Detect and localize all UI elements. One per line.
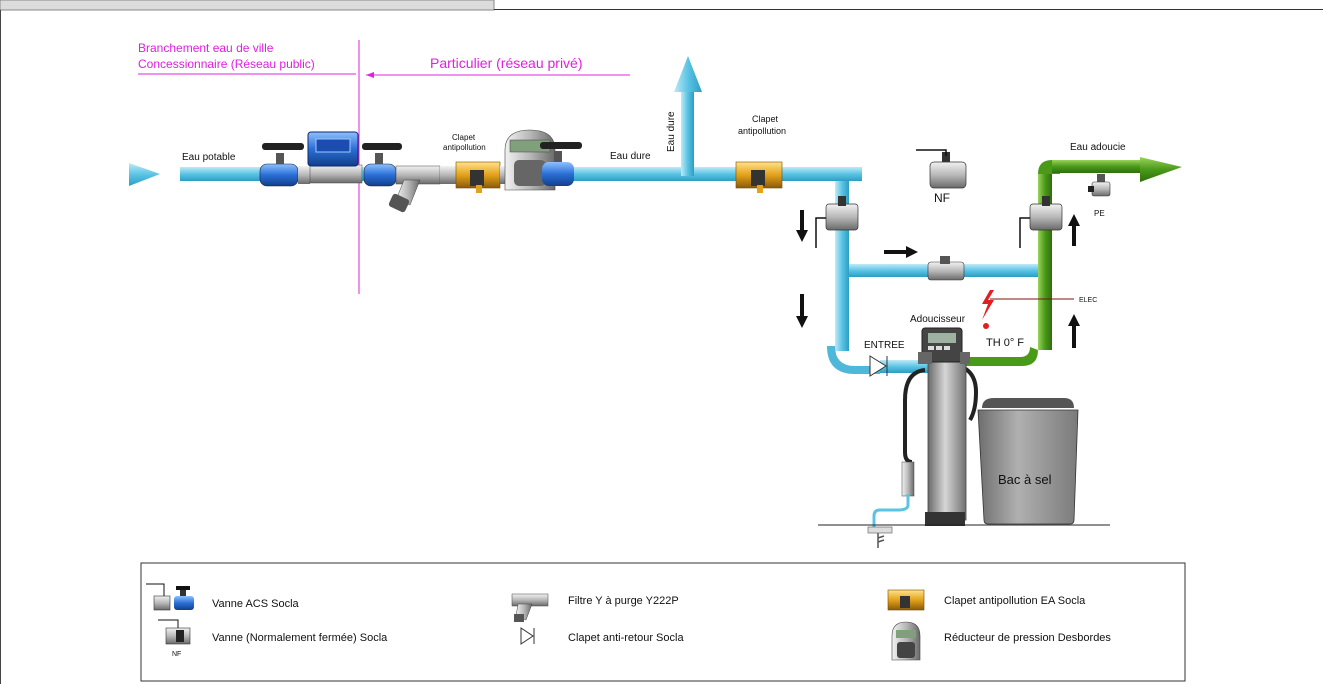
antipollution-valve-2 — [735, 161, 783, 193]
bypass-valve-left — [815, 196, 859, 248]
pe-label: PE — [1094, 209, 1105, 218]
legend-vanne-nf: NF Vanne (Normalement fermée) Socla — [158, 619, 388, 658]
ball-valve-inlet — [259, 143, 310, 187]
legend-vanne-nf-label: Vanne (Normalement fermée) Socla — [212, 632, 388, 644]
salt-tank: Bac à sel — [977, 398, 1079, 525]
legend-reducteur-label: Réducteur de pression Desbordes — [944, 632, 1111, 644]
y-filter — [388, 165, 441, 213]
legend-filtre: Filtre Y à purge Y222P — [511, 593, 679, 622]
legend-vanne-acs: Vanne ACS Socla — [146, 583, 300, 611]
zone-private-label: Particulier (réseau privé) — [430, 55, 583, 71]
pressure-reducer — [500, 129, 582, 191]
flow-arrows — [796, 210, 1080, 348]
drain — [867, 461, 915, 548]
top-bar — [0, 0, 1323, 11]
water-softener — [903, 327, 979, 526]
outlet-arrow — [1140, 157, 1182, 182]
lightning-icon — [982, 290, 994, 320]
clapet2-label-line1: Clapet — [752, 114, 779, 124]
eau-adoucie-label: Eau adoucie — [1070, 142, 1126, 153]
ball-valve-2 — [362, 143, 402, 187]
clapet1-label-line2: antipollution — [443, 143, 486, 152]
legend-vanne-acs-label: Vanne ACS Socla — [212, 598, 300, 610]
inlet-arrow — [129, 163, 160, 186]
legend-clapet-ea-label: Clapet antipollution EA Socla — [944, 595, 1086, 607]
nf-valve — [916, 149, 967, 189]
legend: Vanne ACS Socla NF Vanne (Normalement fe… — [140, 562, 1186, 682]
y-filter-icon — [511, 593, 549, 622]
clapet1-label-line1: Clapet — [452, 133, 476, 142]
clapet2-label-line2: antipollution — [738, 126, 786, 136]
ball-valve-icon — [146, 583, 194, 611]
check-valve-icon — [520, 627, 535, 645]
bypass-valve-right — [1019, 196, 1063, 248]
th-label: TH 0° F — [986, 337, 1024, 349]
zone-public-line2: Concessionnaire (Réseau public) — [138, 57, 315, 71]
entree-label: ENTREE — [864, 340, 905, 351]
eau-dure-up-arrow — [674, 56, 702, 92]
legend-reducteur: Réducteur de pression Desbordes — [891, 621, 1111, 661]
elec-line — [982, 290, 1074, 329]
nf-label: NF — [934, 191, 950, 205]
salt-tank-label: Bac à sel — [998, 472, 1052, 487]
entree-check-valve — [869, 355, 887, 377]
nf-valve-icon: NF — [158, 619, 191, 658]
antipollution-valve-1 — [440, 161, 501, 193]
eau-potable-label: Eau potable — [182, 152, 236, 163]
pressure-reducer-icon — [891, 621, 921, 661]
adoucisseur-label: Adoucisseur — [910, 314, 966, 325]
legend-filtre-label: Filtre Y à purge Y222P — [568, 595, 679, 607]
eau-dure-label: Eau dure — [610, 151, 651, 162]
legend-clapet-retour: Clapet anti-retour Socla — [520, 627, 684, 645]
main-pipe — [129, 56, 1039, 377]
sample-valve-pe — [1088, 174, 1111, 197]
legend-nf-tag: NF — [172, 651, 181, 658]
water-meter — [307, 131, 363, 184]
antipollution-valve-icon — [887, 589, 925, 611]
bypass-check-valve — [927, 256, 965, 281]
eau-dure-vertical-label: Eau dure — [666, 111, 677, 152]
legend-clapet-retour-label: Clapet anti-retour Socla — [568, 632, 684, 644]
elec-label: ELEC — [1079, 297, 1097, 304]
zone-public-line1: Branchement eau de ville — [138, 41, 274, 55]
legend-clapet-ea: Clapet antipollution EA Socla — [887, 589, 1086, 611]
zone-markers: Branchement eau de ville Concessionnaire… — [138, 40, 630, 294]
